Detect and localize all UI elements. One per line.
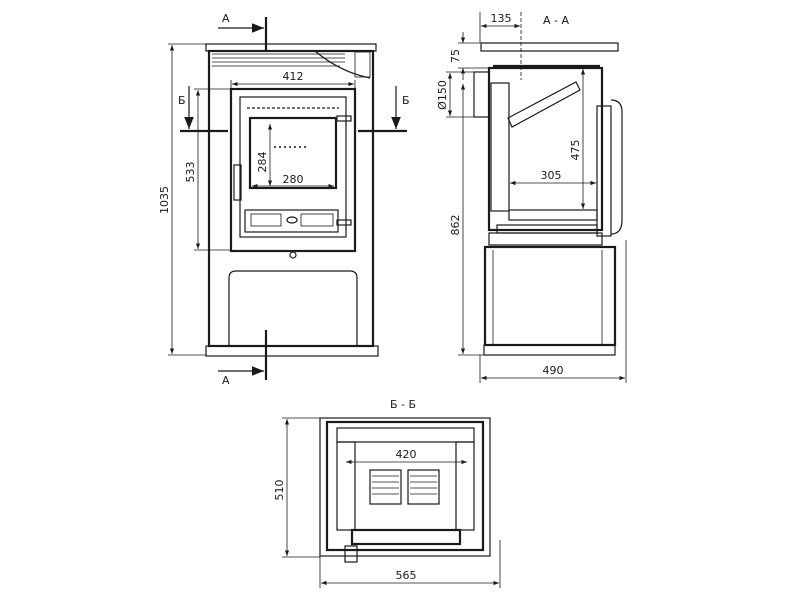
dimension-565: 565 [319, 540, 501, 588]
svg-text:862: 862 [449, 215, 462, 236]
svg-text:135: 135 [491, 12, 512, 25]
dimension-75: 75 [449, 32, 489, 80]
section-a-a-title: А - А [543, 14, 569, 27]
hinge-top [336, 115, 352, 122]
firebox-body [487, 66, 604, 232]
dimension-533: 533 [184, 88, 231, 251]
door-knob [289, 251, 297, 259]
dimension-412: 412 [230, 70, 356, 89]
svg-text:412: 412 [283, 70, 304, 83]
dimension-flue-diameter: Ø150 [436, 71, 474, 118]
svg-text:284: 284 [256, 152, 269, 173]
svg-text:533: 533 [184, 162, 197, 183]
rivet-row [274, 146, 306, 148]
top-vent-grille [212, 50, 371, 79]
rear-firebrick [490, 82, 510, 212]
dimension-1035: 1035 [158, 43, 206, 356]
side-section-a-a: А - А 135 75 Ø150 [436, 12, 627, 383]
outer-casing [319, 417, 491, 557]
wood-storage-opening [228, 270, 358, 345]
door-handle [233, 164, 242, 201]
svg-text:305: 305 [541, 169, 562, 182]
door-section [350, 528, 462, 546]
svg-text:1035: 1035 [158, 186, 171, 214]
dimension-284: 284 [256, 124, 273, 186]
dimension-305: 305 [510, 169, 596, 186]
dimension-475: 475 [569, 69, 586, 209]
hinge-bottom [336, 219, 352, 226]
right-firebrick [455, 441, 475, 531]
svg-text:280: 280 [283, 173, 304, 186]
section-b-label-left: Б [178, 94, 186, 107]
section-b-b-title: Б - Б [390, 398, 416, 411]
baffle-plate [507, 81, 581, 128]
lower-storage [483, 245, 617, 347]
dimension-280: 280 [252, 173, 334, 189]
door-profile [596, 105, 612, 237]
svg-text:420: 420 [396, 448, 417, 461]
svg-text:490: 490 [543, 364, 564, 377]
dimension-135: 135 [479, 12, 522, 80]
dimension-490: 490 [479, 240, 627, 383]
base-insulation [488, 232, 603, 246]
top-plate [480, 42, 619, 52]
inner-body [325, 420, 485, 552]
front-view: А А Б Б 1035 533 412 284 [158, 12, 410, 387]
dimension-862: 862 [449, 84, 484, 356]
svg-text:Ø150: Ø150 [436, 80, 449, 110]
section-b-label-right: Б [402, 94, 410, 107]
ash-door-grille [244, 209, 339, 233]
plinth [205, 345, 379, 357]
grate-right [407, 469, 440, 505]
grate [508, 209, 598, 221]
dimension-510: 510 [273, 417, 320, 558]
dimension-420: 420 [346, 448, 467, 465]
section-a-label-bottom: А [222, 374, 230, 387]
svg-text:475: 475 [569, 140, 582, 161]
grate-left [369, 469, 402, 505]
flue-collar [473, 71, 490, 118]
door-handle-side [610, 99, 623, 235]
plan-section-b-b: Б - Б 420 510 565 [273, 398, 501, 588]
svg-text:565: 565 [396, 569, 417, 582]
svg-text:510: 510 [273, 480, 286, 501]
section-a-label-top: А [222, 12, 230, 25]
door-frame [229, 87, 357, 253]
left-firebrick [336, 441, 356, 531]
door [239, 96, 347, 238]
rear-firebrick [336, 427, 475, 443]
handle-section [344, 545, 358, 563]
plinth [483, 344, 616, 356]
svg-text:75: 75 [449, 49, 462, 63]
